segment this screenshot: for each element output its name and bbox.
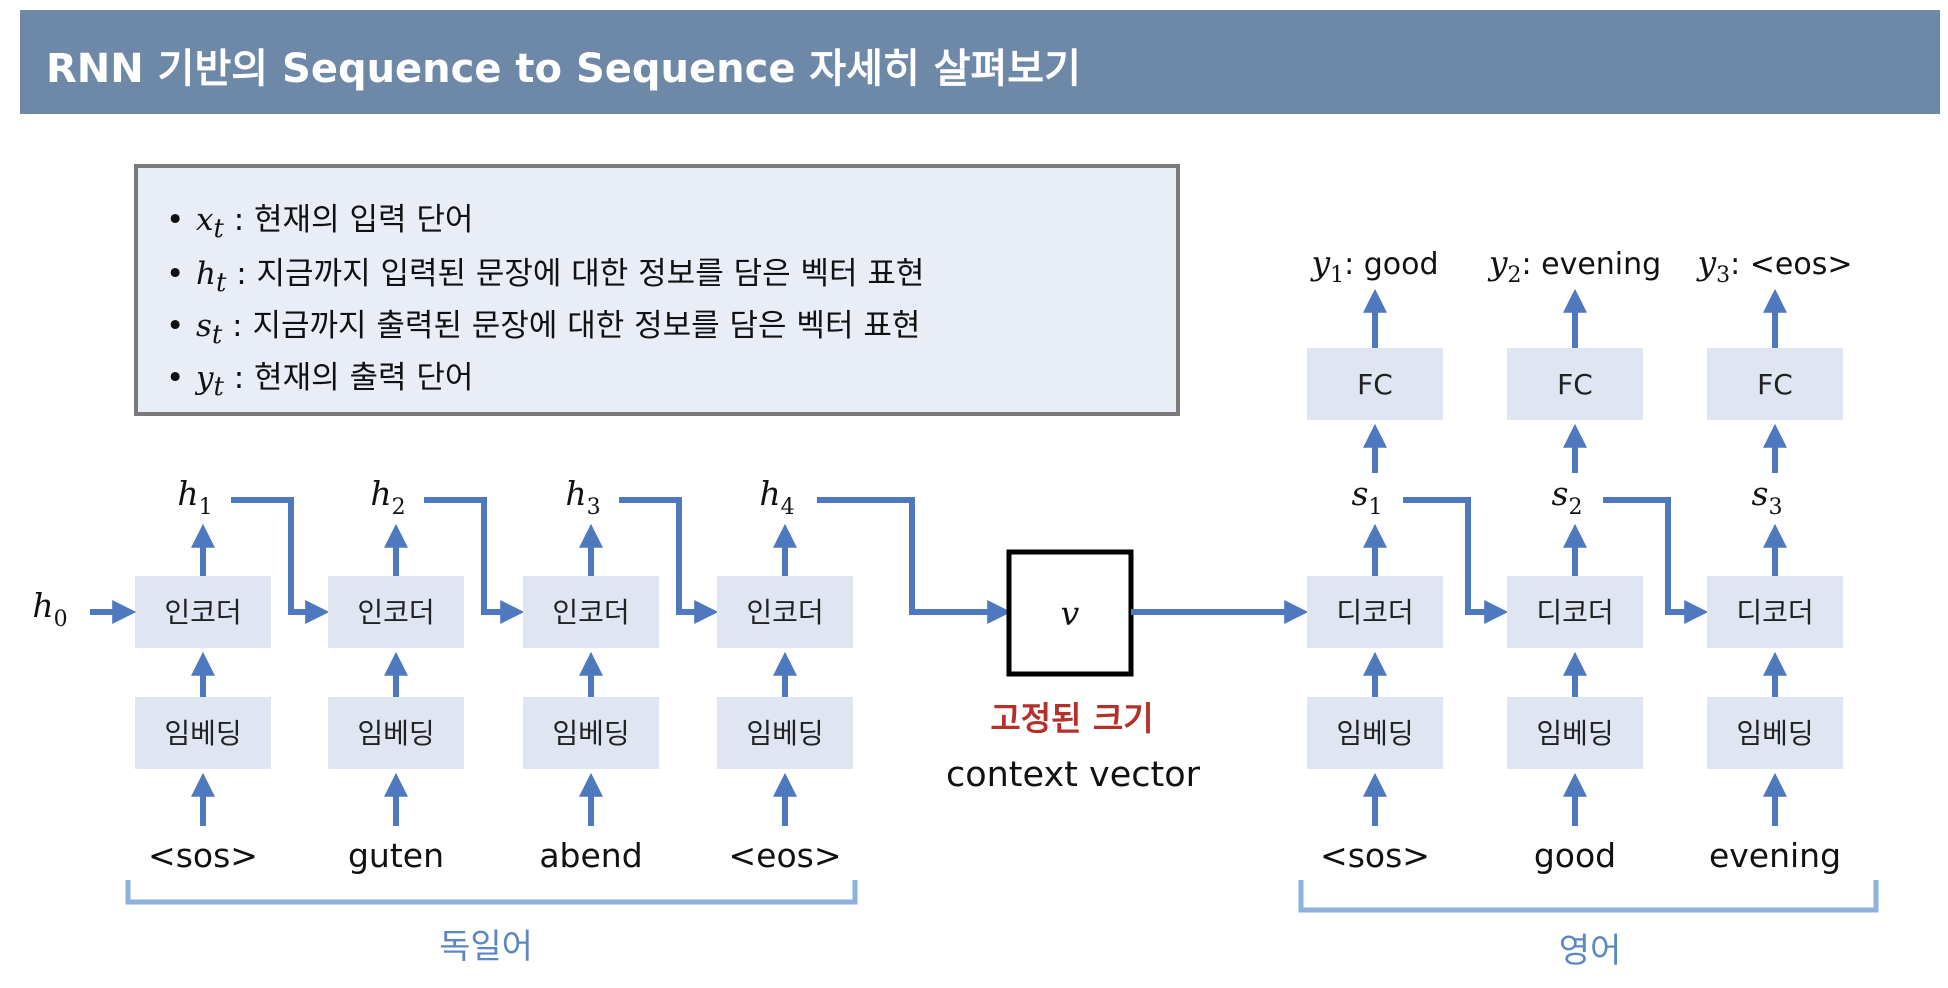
legend-box: •xt : 현재의 입력 단어 •ht : 지금까지 입력된 문장에 대한 정보… <box>134 164 1180 416</box>
encoder-input-word: <eos> <box>729 836 842 875</box>
decoder-embedding-box <box>1307 697 1443 769</box>
encoder-recurrent-arrow <box>619 497 719 624</box>
encoder-cell-box <box>523 576 659 648</box>
decoder-input-word: evening <box>1709 836 1841 875</box>
legend-item-x: • xt : 현재의 입력 단어 <box>166 194 473 244</box>
encoder-embedding-box <box>328 697 464 769</box>
page-title: RNN 기반의 Sequence to Sequence 자세히 살펴보기 <box>46 46 1081 92</box>
fc-box <box>1507 348 1643 420</box>
encoder-embedding-box-label: 임베딩 <box>746 717 823 750</box>
encoder-cell-box <box>328 576 464 648</box>
legend-item-h: • ht : 지금까지 입력된 문장에 대한 정보를 담은 벡터 표현 <box>166 248 924 298</box>
legend-symbol: s <box>196 308 212 344</box>
legend-item-y: • yt : 현재의 출력 단어 <box>166 352 473 402</box>
title-bar: RNN 기반의 Sequence to Sequence 자세히 살펴보기 <box>20 10 1940 114</box>
decoder-embedding-box-label: 임베딩 <box>1536 717 1613 750</box>
legend-subscript: t <box>213 372 224 403</box>
encoder-cell-box-label: 인코더 <box>552 596 629 629</box>
decoder-language-label: 영어 <box>1559 931 1622 971</box>
encoder-input-word: abend <box>539 836 642 875</box>
decoder-hidden-state: s1 <box>1352 474 1383 520</box>
bullet-icon: • <box>166 202 185 238</box>
encoder-embedding-box <box>135 697 271 769</box>
decoder-embedding-box <box>1707 697 1843 769</box>
fc-box <box>1707 348 1843 420</box>
decoder-input-word: <sos> <box>1320 836 1430 875</box>
decoder-cell-box <box>1507 576 1643 648</box>
encoder-hidden-state: h1 <box>177 474 212 520</box>
decoder-hidden-state: s3 <box>1752 474 1783 520</box>
encoder-initial-state: h0 <box>32 586 67 632</box>
encoder-cell-box <box>135 576 271 648</box>
encoder-input-word: <sos> <box>148 836 258 875</box>
encoder-hidden-state: h2 <box>370 474 405 520</box>
fc-box-label: FC <box>1757 368 1793 401</box>
encoder-cell-box-label: 인코더 <box>357 596 434 629</box>
encoder-embedding-box <box>717 697 853 769</box>
decoder-cell-box-label: 디코더 <box>1336 596 1413 629</box>
decoder-output-word: y3: <eos> <box>1695 243 1852 288</box>
bullet-icon: • <box>166 308 185 344</box>
decoder-recurrent-arrow <box>1603 497 1709 624</box>
legend-item-s: • st : 지금까지 출력된 문장에 대한 정보를 담은 벡터 표현 <box>166 300 920 350</box>
legend-text: : 지금까지 출력된 문장에 대한 정보를 담은 벡터 표현 <box>222 308 921 344</box>
decoder-cell-box <box>1707 576 1843 648</box>
encoder-recurrent-arrow <box>424 497 525 624</box>
legend-symbol: x <box>196 202 214 238</box>
fc-box-label: FC <box>1557 368 1593 401</box>
encoder-hidden-state: h3 <box>565 474 600 520</box>
bullet-icon: • <box>166 360 185 396</box>
encoder-bracket <box>125 880 858 905</box>
context-vector-box <box>1006 549 1134 677</box>
encoder-language-label: 독일어 <box>439 927 533 967</box>
encoder-embedding-box-label: 임베딩 <box>357 717 434 750</box>
decoder-embedding-box-label: 임베딩 <box>1736 717 1813 750</box>
context-input-arrow <box>817 497 1012 624</box>
legend-text: : 현재의 출력 단어 <box>223 360 474 396</box>
context-size-label: 고정된 크기 <box>990 699 1153 738</box>
encoder-embedding-box <box>523 697 659 769</box>
decoder-cell-box-label: 디코더 <box>1536 596 1613 629</box>
decoder-recurrent-arrow <box>1403 497 1509 624</box>
context-vector-symbol: v <box>1061 594 1080 633</box>
decoder-hidden-state: s2 <box>1552 474 1583 520</box>
decoder-output-word: y2: evening <box>1487 243 1661 288</box>
encoder-cell-box-label: 인코더 <box>164 596 241 629</box>
legend-subscript: t <box>211 320 223 351</box>
encoder-embedding-box-label: 임베딩 <box>552 717 629 750</box>
decoder-cell-box <box>1307 576 1443 648</box>
decoder-embedding-box-label: 임베딩 <box>1336 717 1413 750</box>
encoder-cell-box-label: 인코더 <box>746 596 823 629</box>
bullet-icon: • <box>166 256 185 292</box>
decoder-embedding-box <box>1507 697 1643 769</box>
encoder-input-word: guten <box>348 836 444 875</box>
legend-text: : 현재의 입력 단어 <box>223 202 474 238</box>
legend-subscript: t <box>215 268 227 299</box>
decoder-bracket <box>1298 880 1879 913</box>
encoder-hidden-state: h4 <box>759 474 794 520</box>
legend-symbol: y <box>196 360 214 396</box>
encoder-embedding-box-label: 임베딩 <box>164 717 241 750</box>
legend-symbol: h <box>196 256 216 292</box>
context-vector-label: context vector <box>946 755 1201 795</box>
legend-text: : 지금까지 입력된 문장에 대한 정보를 담은 벡터 표현 <box>226 256 925 292</box>
legend-subscript: t <box>213 214 224 245</box>
fc-box <box>1307 348 1443 420</box>
decoder-output-word: y1: good <box>1309 243 1438 288</box>
fc-box-label: FC <box>1357 368 1393 401</box>
encoder-cell-box <box>717 576 853 648</box>
decoder-input-word: good <box>1534 836 1616 875</box>
decoder-cell-box-label: 디코더 <box>1736 596 1813 629</box>
encoder-recurrent-arrow <box>231 497 330 624</box>
